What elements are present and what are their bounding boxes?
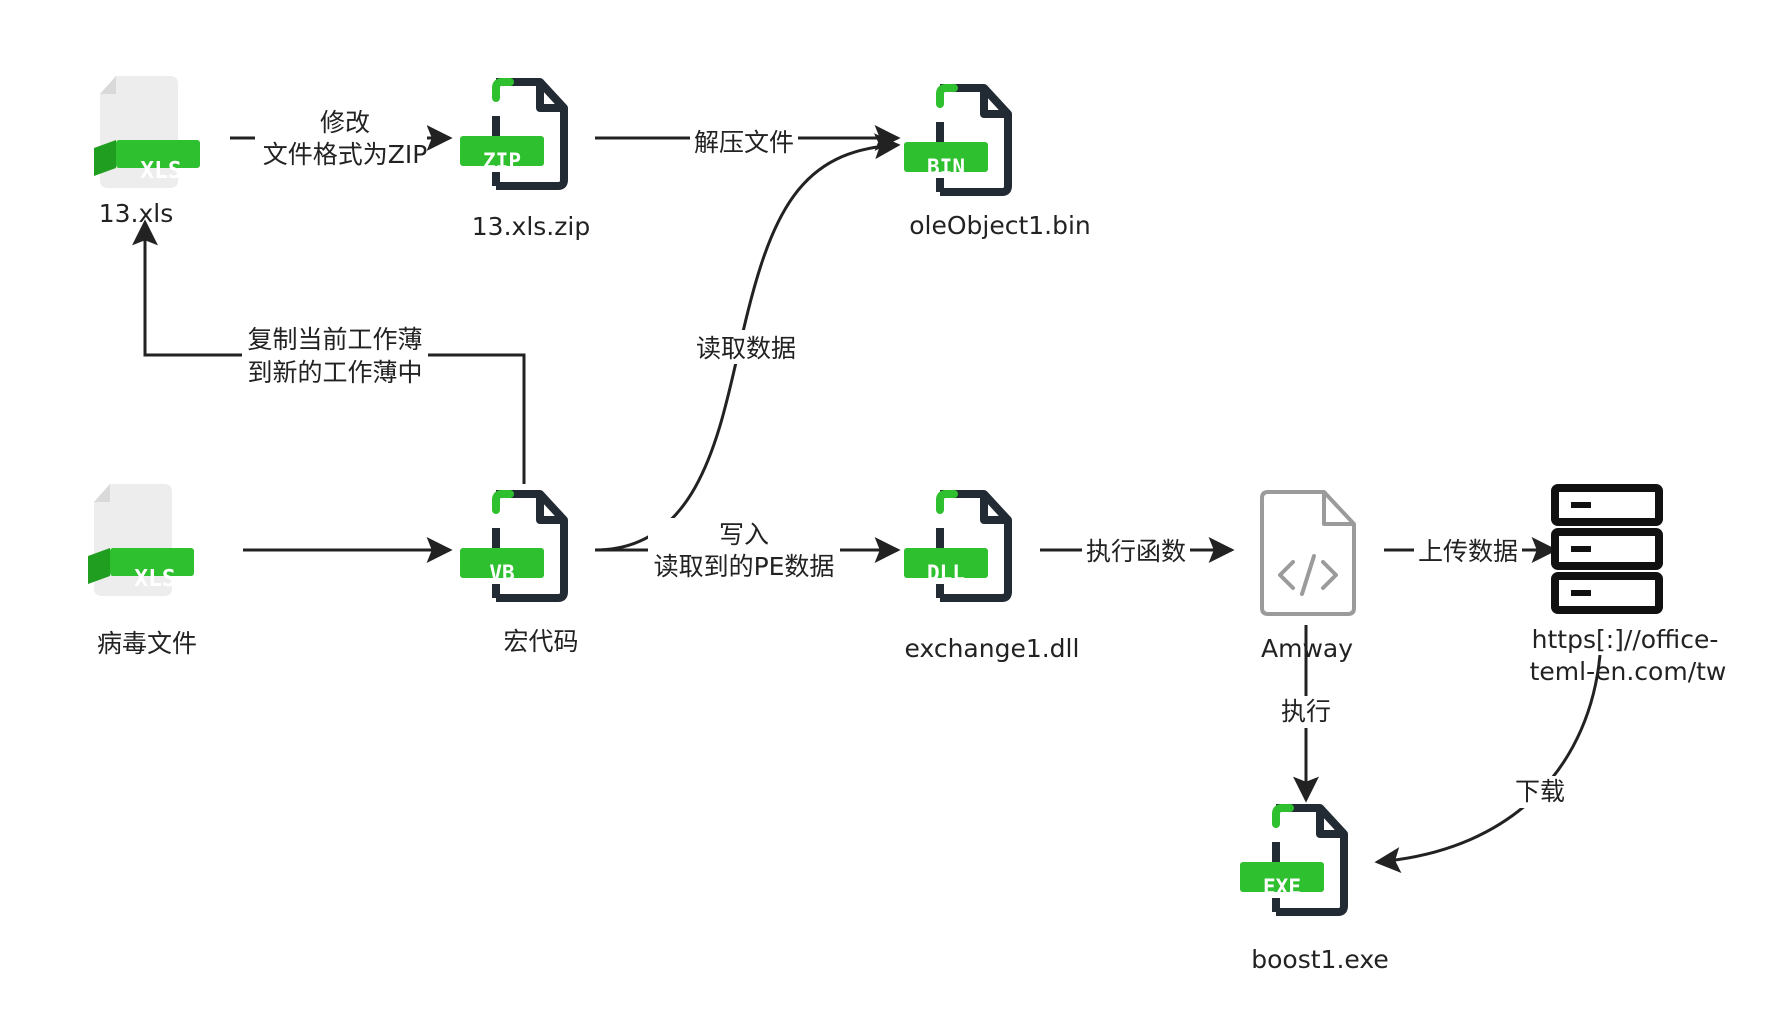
badge-text: EXE bbox=[1263, 875, 1301, 899]
edge-label-upload: 上传数据 bbox=[1418, 537, 1518, 566]
node-13-xls-zip: ZIP 13.xls.zip bbox=[460, 82, 590, 241]
badge-text: XLS bbox=[134, 566, 176, 592]
edge-label-modify-1: 修改 bbox=[320, 108, 370, 137]
edge-label-copy-1: 复制当前工作薄 bbox=[247, 325, 422, 354]
edge-download bbox=[1374, 654, 1602, 873]
node-boost1-exe: EXE boost1.exe bbox=[1240, 808, 1389, 974]
node-13-xls: XLS 13.xls bbox=[94, 76, 200, 228]
edge-label-read: 读取数据 bbox=[696, 334, 796, 363]
edge-label-unzip: 解压文件 bbox=[694, 128, 794, 157]
server-icon bbox=[1551, 484, 1663, 614]
code-file-icon bbox=[1260, 490, 1356, 616]
node-label: 13.xls.zip bbox=[472, 212, 590, 241]
node-label: oleObject1.bin bbox=[909, 211, 1091, 240]
node-macro-code: VB 宏代码 bbox=[460, 494, 579, 656]
node-label: Amway bbox=[1261, 634, 1353, 663]
node-label: 13.xls bbox=[99, 199, 174, 228]
node-virus-file: XLS 病毒文件 bbox=[88, 484, 197, 658]
node-label: exchange1.dll bbox=[905, 634, 1080, 663]
badge-text: DLL bbox=[927, 561, 965, 585]
node-label: 宏代码 bbox=[503, 627, 578, 656]
edge-label-exec-fn: 执行函数 bbox=[1086, 537, 1186, 566]
node-server: https[:]//office- teml-en.com/tw bbox=[1530, 484, 1727, 686]
badge-text: XLS bbox=[140, 158, 182, 184]
node-exchange1-dll: DLL exchange1.dll bbox=[904, 494, 1079, 663]
badge-text: VB bbox=[489, 561, 514, 585]
node-label: 病毒文件 bbox=[97, 629, 197, 658]
edge-label-copy-2: 到新的工作薄中 bbox=[247, 358, 422, 387]
node-oleobject1-bin: BIN oleObject1.bin bbox=[904, 88, 1091, 240]
badge-text: ZIP bbox=[483, 149, 521, 173]
badge-text: BIN bbox=[927, 155, 965, 179]
node-amway: Amway bbox=[1260, 490, 1356, 663]
node-label: boost1.exe bbox=[1251, 945, 1389, 974]
edge-label-write-2: 读取到的PE数据 bbox=[654, 552, 835, 581]
node-label-line1: https[:]//office- bbox=[1532, 625, 1719, 654]
edge-label-modify-2: 文件格式为ZIP bbox=[263, 140, 428, 169]
edge-label-write-1: 写入 bbox=[719, 520, 769, 549]
edge-label-download: 下载 bbox=[1515, 777, 1565, 806]
edge-label-execute: 执行 bbox=[1281, 697, 1331, 726]
node-label-line2: teml-en.com/tw bbox=[1530, 657, 1727, 686]
